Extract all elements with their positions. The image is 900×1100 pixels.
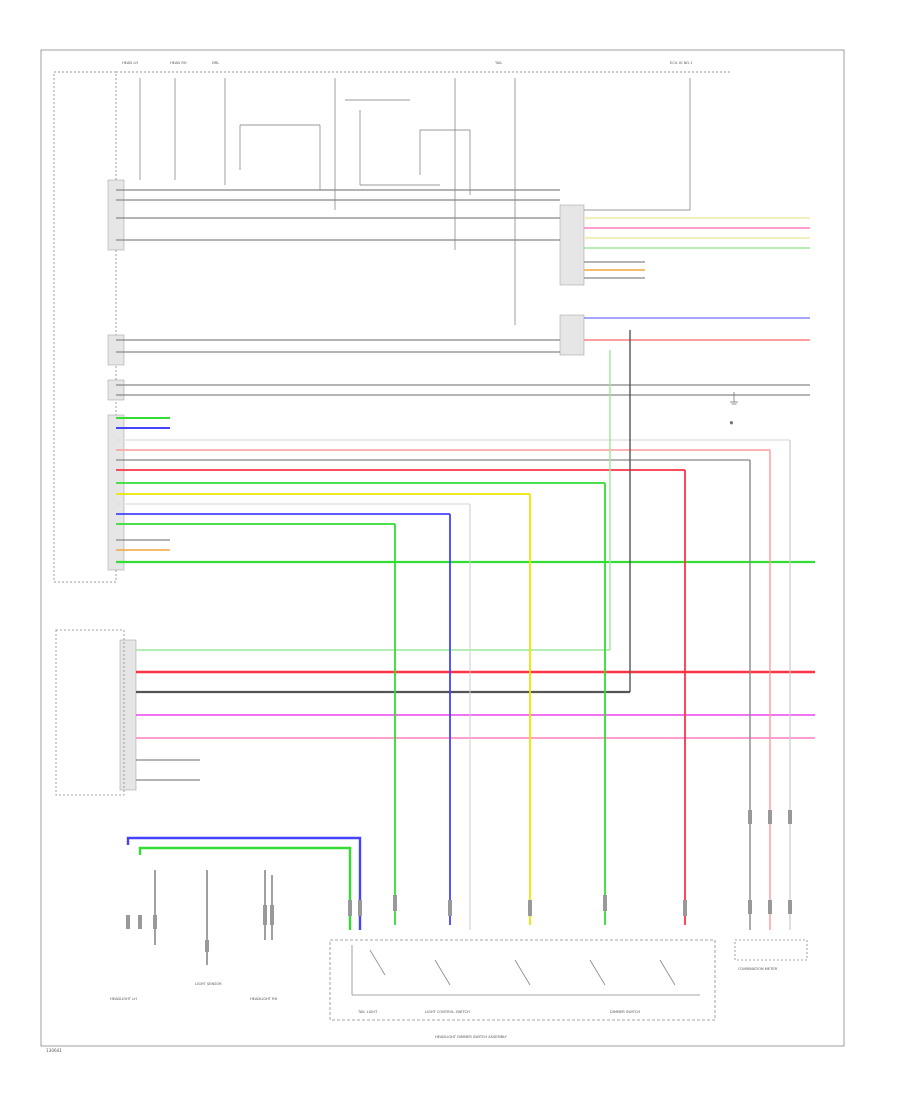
headlight-rh-label: HEADLIGHT RH bbox=[250, 997, 278, 1001]
diagram-border bbox=[40, 49, 845, 1047]
fuse-label: HEAD LH bbox=[122, 61, 138, 65]
ground-icon: G bbox=[730, 392, 738, 425]
combination-meter-label: COMBINATION METER bbox=[738, 967, 778, 971]
tail-light-label: TAIL LIGHT bbox=[357, 1010, 378, 1014]
fuse-labels: HEAD LH HEAD RH DRL TAIL ECU-IG NO.1 bbox=[122, 61, 693, 65]
light-control-switch-label: LIGHT CONTROL SWITCH bbox=[425, 1010, 470, 1014]
vertical-wires bbox=[126, 330, 791, 965]
fuse-label: TAIL bbox=[494, 61, 502, 65]
ground-label: G bbox=[730, 421, 733, 425]
lower-components bbox=[55, 629, 808, 1021]
fuse-label: ECU-IG NO.1 bbox=[670, 61, 693, 65]
component-labels: HEADLIGHT DIMMER SWITCH ASSEMBLY LIGHT C… bbox=[110, 967, 778, 1039]
horizontal-wires bbox=[116, 189, 815, 781]
diagram-code: 130641 bbox=[46, 1048, 62, 1053]
light-sensor-label: LIGHT SENSOR bbox=[195, 982, 222, 986]
fuse-label: DRL bbox=[212, 61, 219, 65]
relay-area bbox=[53, 71, 730, 583]
headlamp-ecu-label: HEADLIGHT DIMMER SWITCH ASSEMBLY bbox=[435, 1035, 508, 1039]
dimmer-switch-label: DIMMER SWITCH bbox=[610, 1010, 640, 1014]
headlight-lh-label: HEADLIGHT LH bbox=[110, 997, 137, 1001]
connector-blocks bbox=[107, 179, 585, 791]
lower-connector-stubs bbox=[126, 810, 792, 952]
fuse-label: HEAD RH bbox=[170, 61, 187, 65]
